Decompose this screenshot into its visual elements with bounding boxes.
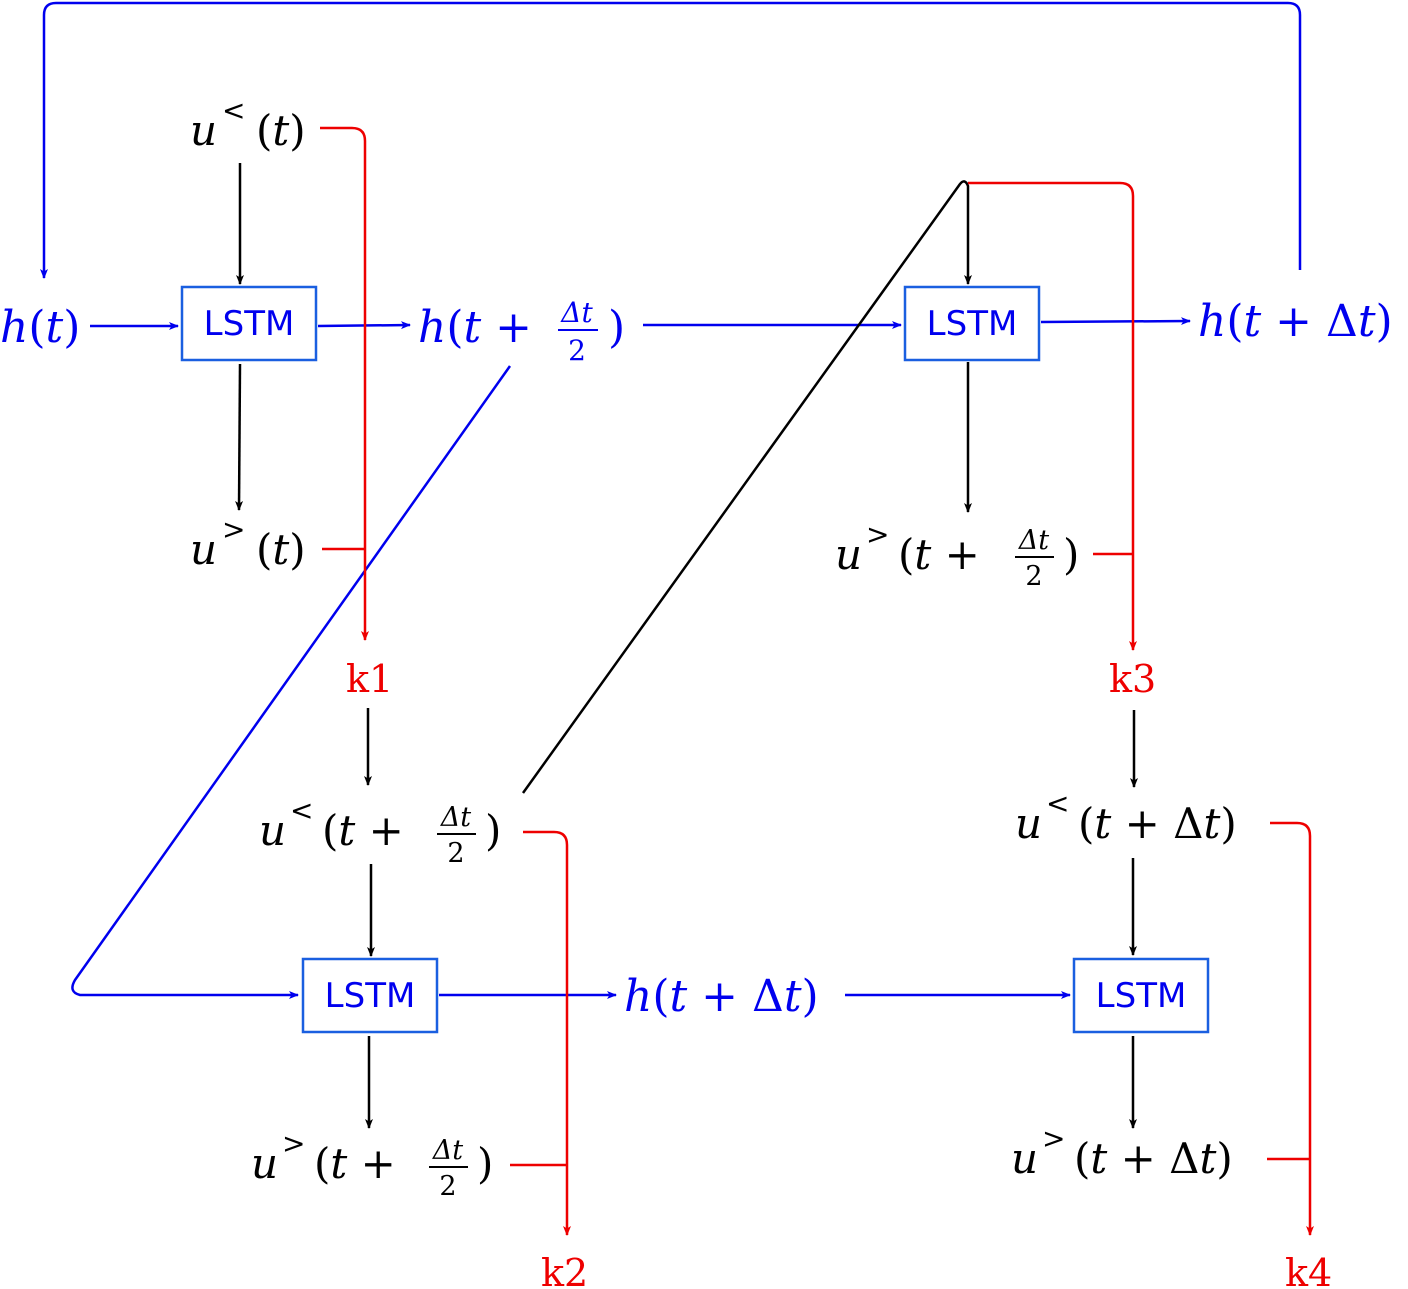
svg-text:2: 2: [568, 334, 586, 367]
lstm-cell-3: LSTM: [903, 285, 1041, 362]
svg-text:u: u: [190, 525, 217, 574]
svg-text:>: >: [866, 518, 889, 551]
arrow-lstm3-to-hfull: [1040, 317, 1191, 326]
svg-text:): ): [1063, 530, 1079, 579]
label-u-out-half-bottom: u > (t + Δt 2 ): [251, 1127, 493, 1202]
svg-text:<: <: [290, 794, 313, 827]
data-connectors: [235, 163, 1138, 1129]
label-k2: k2: [541, 1251, 588, 1289]
label-h-full-mid: h(t + Δt): [624, 971, 819, 1022]
lstm-cell-2-label: LSTM: [325, 976, 416, 1016]
label-u-in-full: u < (t + Δt): [1015, 787, 1237, 848]
arrow-lstm1-to-uout: [235, 363, 244, 511]
label-u-in-half: u < (t + Δt 2 ): [259, 794, 501, 869]
svg-text:(t +: (t +: [898, 530, 980, 579]
svg-text:h(t +: h(t +: [418, 302, 532, 353]
svg-text:Δt: Δt: [1018, 525, 1049, 556]
arrow-to-k1: [320, 126, 369, 641]
svg-text:>: >: [1042, 1122, 1065, 1155]
svg-text:Δt: Δt: [432, 1135, 463, 1166]
rk-stage-connectors: [320, 126, 1314, 1236]
arrow-hhalf-to-lstm2: [71, 365, 512, 999]
label-h-full-top: h(t + Δt): [1198, 296, 1393, 347]
svg-text:2: 2: [447, 838, 464, 869]
svg-text:(t +: (t +: [322, 806, 404, 855]
svg-text:u: u: [1011, 1134, 1038, 1183]
label-k4: k4: [1285, 1251, 1332, 1289]
svg-text:(t): (t): [256, 106, 306, 155]
label-u-out-half-top: u > (t + Δt 2 ): [835, 518, 1079, 592]
label-h-t: h(t): [0, 302, 80, 353]
svg-text:(t): (t): [256, 525, 306, 574]
label-u-out-t: u > (t): [190, 513, 306, 574]
lstm-cell-3-label: LSTM: [927, 304, 1018, 344]
svg-text:): ): [477, 1139, 493, 1188]
feedback-loop-arrow: [40, 1, 1302, 279]
svg-text:u: u: [835, 530, 862, 579]
svg-text:(t + Δt): (t + Δt): [1074, 1134, 1233, 1183]
lstm-cell-4: LSTM: [1072, 957, 1210, 1034]
label-u-in-t: u < (t): [190, 94, 306, 155]
svg-text:): ): [485, 806, 501, 855]
lstm-cell-1: LSTM: [180, 285, 318, 362]
svg-text:2: 2: [439, 1171, 456, 1202]
label-u-out-full: u > (t + Δt): [1011, 1122, 1233, 1183]
svg-text:>: >: [282, 1127, 305, 1160]
lstm-cell-2: LSTM: [301, 957, 439, 1034]
arrow-uinhalf-to-lstm3: [521, 180, 972, 794]
svg-text:): ): [608, 302, 625, 353]
label-k1: k1: [346, 657, 393, 701]
lstm-cell-4-label: LSTM: [1096, 976, 1187, 1016]
hidden-state-connectors: [40, 1, 1302, 999]
svg-text:u: u: [251, 1139, 278, 1188]
arrow-to-k4: [1270, 821, 1314, 1236]
svg-text:(t +: (t +: [314, 1139, 396, 1188]
svg-text:Δt: Δt: [440, 802, 471, 833]
svg-text:<: <: [1046, 787, 1069, 820]
svg-text:u: u: [1015, 799, 1042, 848]
label-k3: k3: [1109, 657, 1156, 701]
svg-text:u: u: [190, 106, 217, 155]
label-h-half: h(t + Δt 2 ): [418, 296, 625, 367]
arrow-to-k2: [523, 830, 571, 1236]
svg-text:<: <: [222, 94, 245, 127]
svg-text:2: 2: [1025, 561, 1042, 592]
svg-text:Δt: Δt: [560, 296, 593, 329]
svg-text:u: u: [259, 806, 286, 855]
svg-text:(t + Δt): (t + Δt): [1078, 799, 1237, 848]
lstm-cell-1-label: LSTM: [204, 304, 295, 344]
arrow-to-k3: [968, 181, 1137, 651]
svg-text:>: >: [222, 513, 245, 546]
